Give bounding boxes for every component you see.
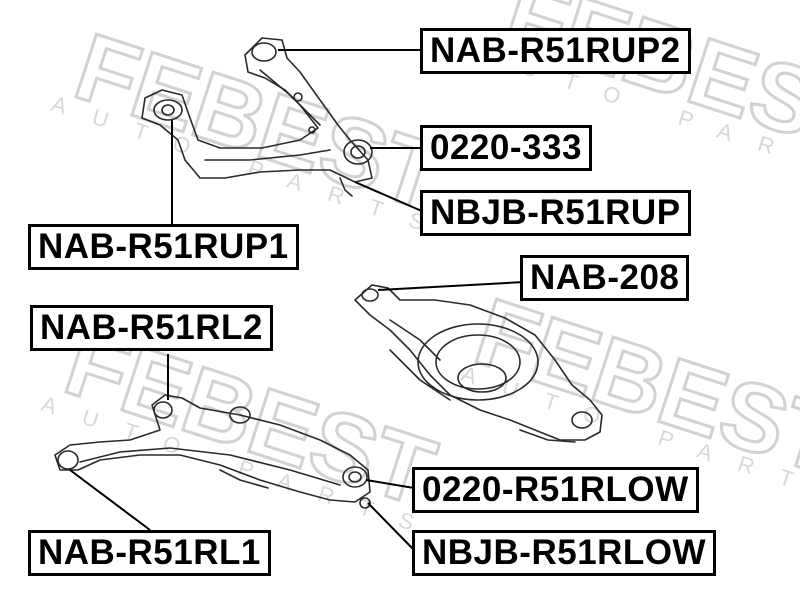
leader-nab-r51rl1 (69, 469, 151, 531)
label-nab-r51rup1: NAB-R51RUP1 (28, 224, 299, 270)
upper-control-arm (141, 37, 373, 197)
label-nab-r51rl1: NAB-R51RL1 (28, 530, 271, 576)
label-nab-208: NAB-208 (520, 255, 690, 301)
leader-nab-208 (377, 281, 525, 291)
label-nbjb-r51rlow: NBJB-R51RLOW (412, 530, 717, 576)
label-nab-r51rl2: NAB-R51RL2 (30, 305, 273, 351)
label-0220-r51rlow: 0220-R51RLOW (412, 467, 699, 513)
leader-nbjb-r51rlow (367, 502, 415, 551)
label-0220-333: 0220-333 (420, 125, 592, 171)
leader-nbjb-r51rup (354, 181, 425, 213)
label-nbjb-r51rup: NBJB-R51RUP (420, 190, 691, 236)
label-nab-r51rup2: NAB-R51RUP2 (420, 28, 691, 74)
spring-lower-arm (354, 284, 603, 443)
lower-control-arm (54, 394, 371, 509)
leader-0220-r51rlow (365, 479, 415, 489)
